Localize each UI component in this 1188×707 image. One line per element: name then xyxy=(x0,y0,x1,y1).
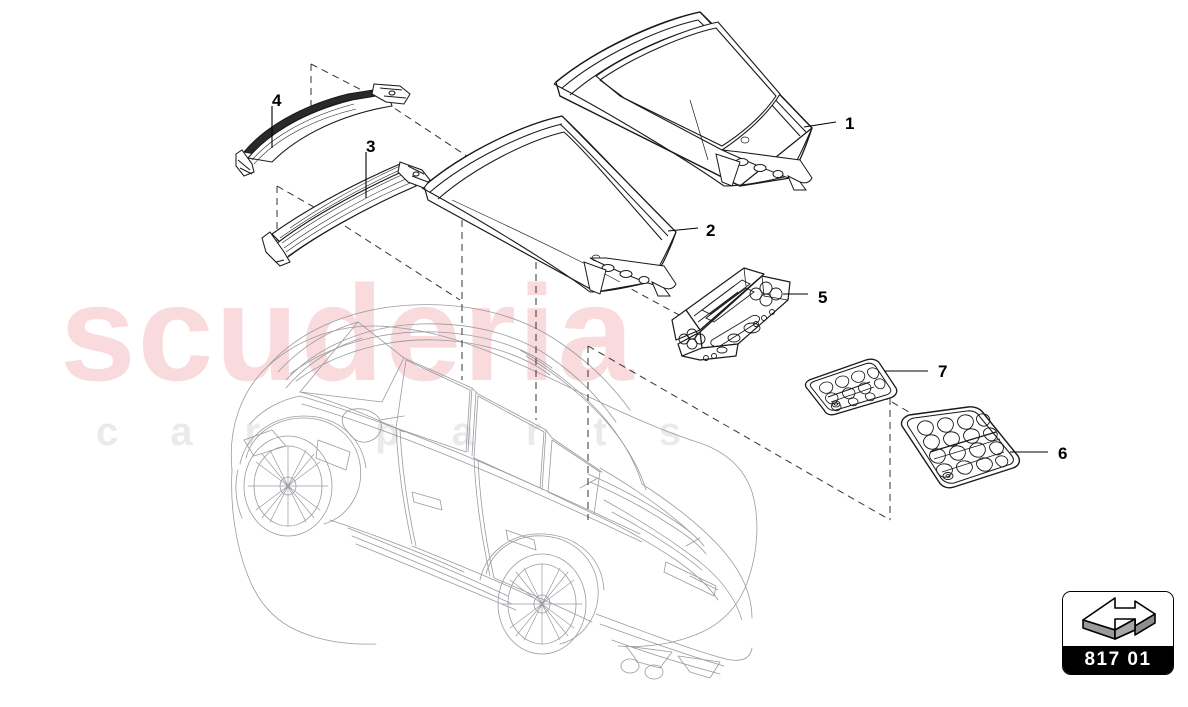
callout-5[interactable]: 5 xyxy=(818,288,828,307)
callout-3[interactable]: 3 xyxy=(366,137,376,156)
callout-2[interactable]: 2 xyxy=(706,221,716,240)
badge-icon-area xyxy=(1063,592,1173,648)
watermark-scuderia: scuderia xyxy=(60,257,636,409)
callout-4[interactable]: 4 xyxy=(272,91,282,110)
callout-6[interactable]: 6 xyxy=(1058,444,1068,463)
view-direction-arrow-icon xyxy=(1082,597,1156,640)
diagram-section-badge[interactable]: 817 01 xyxy=(1062,591,1174,675)
callout-7[interactable]: 7 xyxy=(938,362,948,381)
badge-number: 817 01 xyxy=(1063,646,1173,674)
callout-1[interactable]: 1 xyxy=(845,114,855,133)
